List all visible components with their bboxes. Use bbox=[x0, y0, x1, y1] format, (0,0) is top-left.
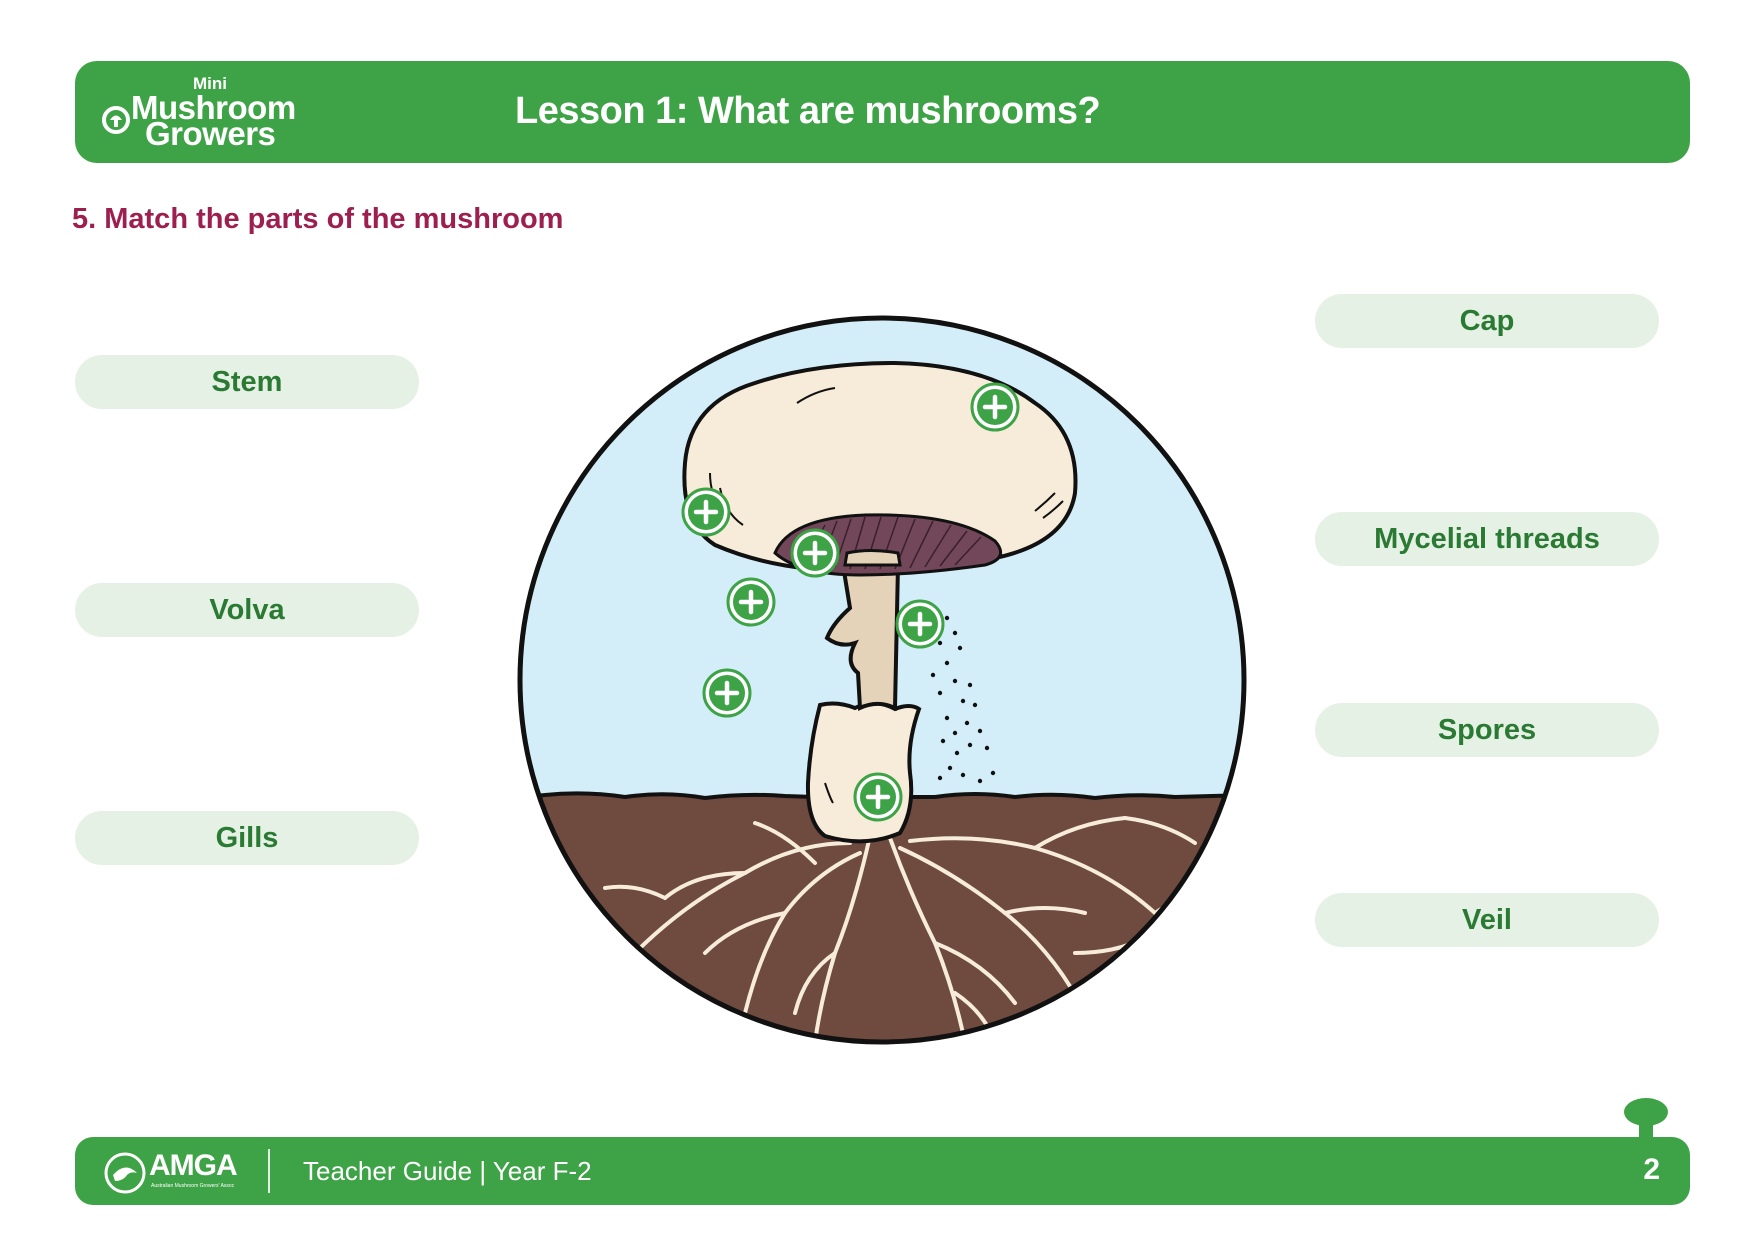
spores-dots bbox=[930, 615, 996, 784]
label-gills[interactable]: Gills bbox=[75, 811, 419, 865]
plus-circle-icon[interactable] bbox=[702, 668, 752, 718]
plus-circle-icon[interactable] bbox=[895, 599, 945, 649]
amga-logo-text: AMGA bbox=[149, 1149, 238, 1182]
footer-bar: AMGA Australian Mushroom Growers' Assoc … bbox=[75, 1137, 1690, 1205]
amga-logo-icon bbox=[104, 1152, 146, 1194]
brand-mushroom: Mushroom bbox=[131, 89, 296, 126]
label-stem[interactable]: Stem bbox=[75, 355, 419, 409]
plus-circle-icon[interactable] bbox=[681, 487, 731, 537]
brand-mini: Mini bbox=[193, 74, 227, 93]
amga-logo-subtext: Australian Mushroom Growers' Assoc bbox=[151, 1183, 235, 1189]
label-veil[interactable]: Veil bbox=[1315, 893, 1659, 947]
label-spores[interactable]: Spores bbox=[1315, 703, 1659, 757]
plus-circle-icon[interactable] bbox=[970, 382, 1020, 432]
brand-logo: Mini Mushroom Growers bbox=[101, 75, 361, 153]
label-volva[interactable]: Volva bbox=[75, 583, 419, 637]
mushroom-tab-icon bbox=[1624, 1098, 1668, 1141]
footer-guide-text: Teacher Guide | Year F-2 bbox=[303, 1156, 592, 1186]
mushroom-logo-icon bbox=[102, 106, 130, 134]
footer-divider bbox=[268, 1149, 270, 1193]
question-heading: 5. Match the parts of the mushroom bbox=[72, 203, 564, 235]
brand-growers: Growers bbox=[145, 115, 276, 152]
header-bar: Mini Mushroom Growers Lesson 1: What are… bbox=[75, 61, 1690, 163]
mushroom-volva bbox=[805, 701, 922, 844]
label-cap[interactable]: Cap bbox=[1315, 294, 1659, 348]
mushroom-stem-top bbox=[843, 549, 902, 567]
lesson-title: Lesson 1: What are mushrooms? bbox=[515, 90, 1101, 132]
page-number: 2 bbox=[1643, 1153, 1660, 1186]
plus-circle-icon[interactable] bbox=[726, 577, 776, 627]
hotspots bbox=[681, 382, 1020, 822]
mushroom-diagram bbox=[517, 315, 1247, 1045]
mushroom-stem bbox=[824, 563, 901, 712]
label-mycelial-threads[interactable]: Mycelial threads bbox=[1315, 512, 1659, 566]
plus-circle-icon[interactable] bbox=[853, 772, 903, 822]
plus-circle-icon[interactable] bbox=[790, 528, 840, 578]
